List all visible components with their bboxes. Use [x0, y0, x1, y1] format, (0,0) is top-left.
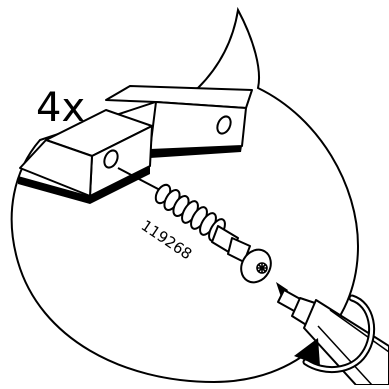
- quantity-label: 4x: [36, 85, 85, 131]
- torx-recess-icon: [257, 263, 267, 273]
